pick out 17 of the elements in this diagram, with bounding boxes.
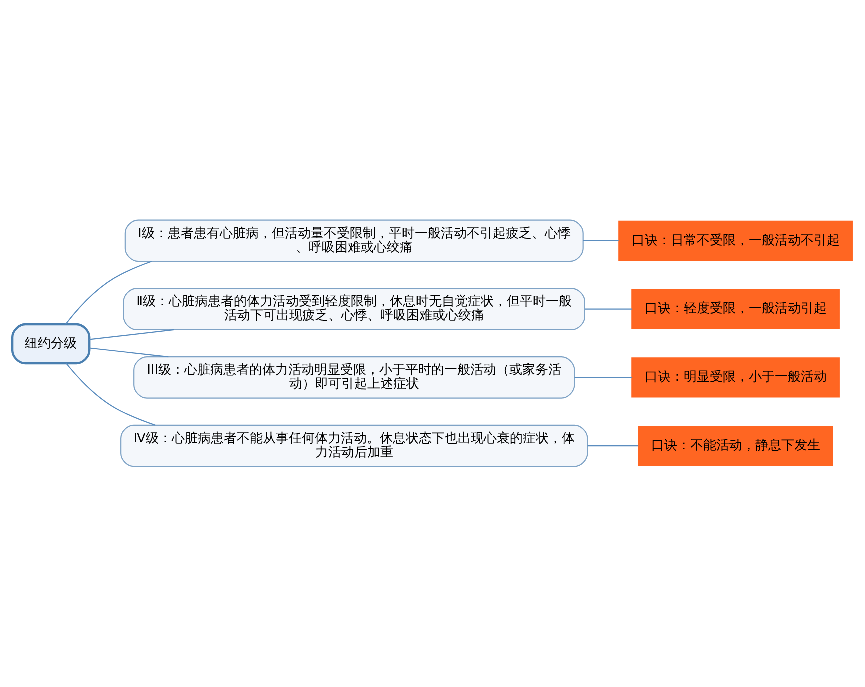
connector — [66, 363, 156, 426]
node-box: 口诀：日常不受限，一般活动不引起 — [618, 220, 853, 262]
connector — [583, 240, 619, 242]
connector — [588, 446, 639, 447]
connector — [90, 348, 169, 358]
node-box: Ⅰ级：患者患有心脏病，但活动量不受限制，平时一般活动不引起疲乏、心悸、呼吸困难或心绞痛 — [124, 220, 584, 262]
node-box: III级：心脏病患者的体力活动明显受限，小于平时的一般活动（或家务活动）即可引起上述症状 — [134, 356, 576, 399]
node-box: Ⅱ级：心脏病患者的体力活动受到轻度限制，休息时无自觉症状，但平时一般活动下可出现疲乏、心悸、呼吸困难或心绞痛 — [123, 288, 586, 330]
node-box: Ⅳ级：心脏病患者不能从事任何体力活动。休息状态下也出现心衰的症状，体力活动后加重 — [120, 424, 588, 468]
connector — [585, 308, 632, 310]
connector — [574, 377, 632, 378]
node-box: 口诀：轻度受限，一般活动引起 — [632, 289, 840, 330]
connector — [65, 261, 152, 325]
node-box: 纽约分级 — [11, 323, 91, 365]
node-box: 口诀：明显受限，小于一般活动 — [632, 358, 840, 398]
node-box: 口诀：不能活动，静息下发生 — [638, 426, 834, 466]
connector — [90, 329, 174, 340]
